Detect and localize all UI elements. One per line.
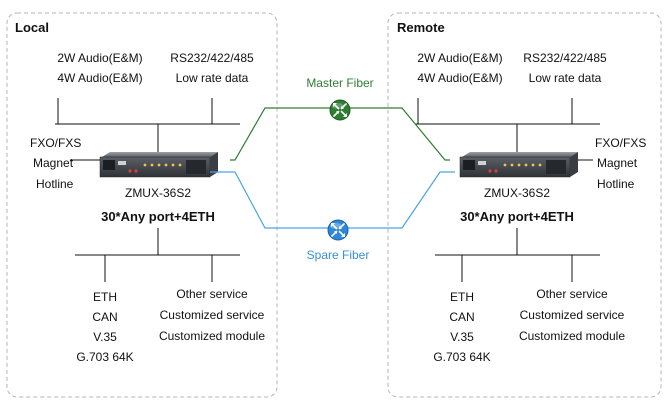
local-bottom-left-label-1: ETH bbox=[93, 290, 117, 304]
remote-bottom-right-label-3: Customized module bbox=[519, 329, 625, 343]
local-top-bus bbox=[55, 98, 240, 153]
local-group-box bbox=[6, 12, 278, 398]
local-bottom-left-label-4: G.703 64K bbox=[76, 350, 133, 364]
local-bottom-left-label-2: CAN bbox=[92, 310, 117, 324]
local-side-label-1: FXO/FXS bbox=[30, 136, 81, 150]
remote-bottom-left-label-3: V.35 bbox=[450, 330, 474, 344]
spare-fiber-link bbox=[210, 171, 455, 229]
local-device-capacity: 30*Any port+4ETH bbox=[101, 209, 215, 224]
local-top-left-label-2: 4W Audio(E&M) bbox=[57, 71, 142, 85]
remote-top-left-label-2: 4W Audio(E&M) bbox=[417, 71, 502, 85]
remote-bottom-left-label-1: ETH bbox=[450, 290, 474, 304]
local-top-left-label-1: 2W Audio(E&M) bbox=[57, 51, 142, 65]
local-side-label-2: Magnet bbox=[33, 156, 74, 170]
local-device-model: ZMUX-36S2 bbox=[125, 186, 191, 200]
remote-bottom-left-label-2: CAN bbox=[449, 310, 474, 324]
local-title: Local bbox=[15, 20, 49, 35]
remote-bottom-bus bbox=[435, 228, 600, 282]
remote-bottom-left-label-4: G.703 64K bbox=[433, 350, 490, 364]
remote-device-model: ZMUX-36S2 bbox=[484, 186, 550, 200]
remote-top-left-label-1: 2W Audio(E&M) bbox=[417, 51, 502, 65]
remote-side-label-1: FXO/FXS bbox=[595, 136, 646, 150]
master-fiber-label: Master Fiber bbox=[306, 76, 373, 90]
remote-top-right-label-1: RS232/422/485 bbox=[523, 51, 607, 65]
spare-router-icon bbox=[327, 219, 349, 241]
remote-group-box bbox=[387, 12, 662, 398]
remote-bottom-right-label-1: Other service bbox=[536, 287, 608, 301]
remote-title: Remote bbox=[397, 20, 445, 35]
remote-top-right-label-2: Low rate data bbox=[529, 71, 602, 85]
local-bottom-right-label-3: Customized module bbox=[159, 329, 265, 343]
local-bottom-bus bbox=[75, 228, 240, 282]
remote-top-bus bbox=[415, 98, 600, 153]
spare-fiber-label: Spare Fiber bbox=[307, 248, 370, 262]
local-bottom-left-label-3: V.35 bbox=[93, 330, 117, 344]
local-top-right-label-2: Low rate data bbox=[176, 71, 249, 85]
remote-side-label-2: Magnet bbox=[597, 156, 638, 170]
remote-side-label-3: Hotline bbox=[597, 177, 635, 191]
remote-device-capacity: 30*Any port+4ETH bbox=[460, 209, 574, 224]
local-bottom-right-label-1: Other service bbox=[176, 287, 248, 301]
remote-bottom-right-label-2: Customized service bbox=[520, 308, 625, 322]
local-bottom-right-label-2: Customized service bbox=[160, 308, 265, 322]
local-top-right-label-1: RS232/422/485 bbox=[170, 51, 254, 65]
master-router-icon bbox=[329, 99, 351, 121]
local-side-label-3: Hotline bbox=[36, 177, 74, 191]
remote-device bbox=[459, 152, 578, 178]
local-device bbox=[99, 152, 218, 178]
